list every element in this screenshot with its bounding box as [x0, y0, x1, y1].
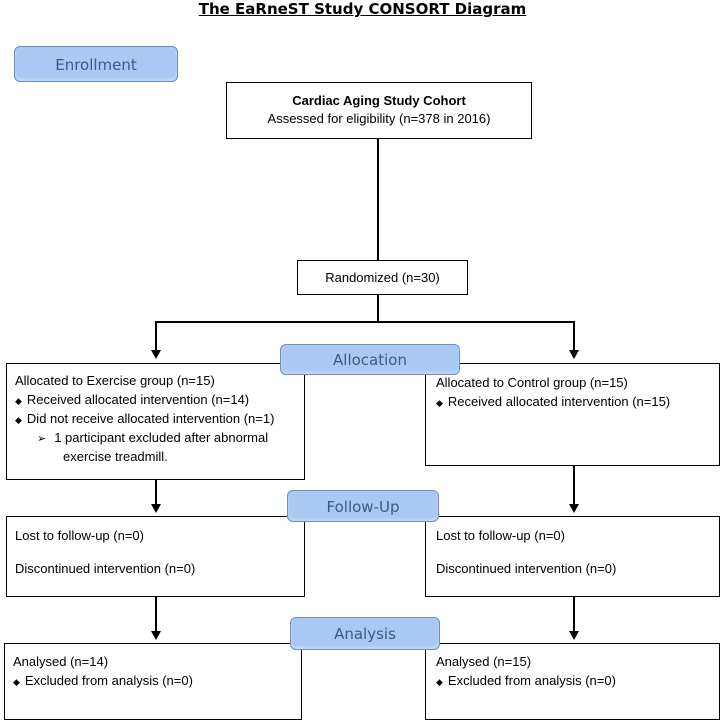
connector-randomized-down [377, 295, 379, 322]
connector-exercise-analysis [155, 597, 157, 632]
control-allocation-box: Allocated to Control group (n=15) ◆ Recei… [425, 363, 720, 466]
exercise-analysis-box: Analysed (n=14) ◆ Excluded from analysis … [4, 643, 302, 720]
arrow-exercise-followup [151, 504, 161, 513]
exercise-lost: Lost to follow-up (n=0) [15, 528, 144, 543]
exercise-excluded-analysis: Excluded from analysis (n=0) [24, 673, 193, 688]
connector-split-left [155, 321, 157, 351]
control-analysis-box: Analysed (n=15) ◆ Excluded from analysis … [425, 643, 720, 720]
arrow-control-followup [569, 504, 579, 513]
control-discontinued: Discontinued intervention (n=0) [436, 561, 617, 576]
control-excluded-analysis: Excluded from analysis (n=0) [447, 673, 616, 688]
arrow-control-analysis [569, 631, 579, 640]
control-analysed: Analysed (n=15) [436, 654, 532, 669]
stage-allocation-label: Allocation [333, 351, 407, 369]
arrow-to-control [569, 350, 579, 359]
control-excluded-analysis-item: ◆ Excluded from analysis (n=0) [436, 673, 616, 690]
stage-followup: Follow-Up [287, 490, 439, 522]
diagram-title: The EaRneST Study CONSORT Diagram [198, 0, 527, 18]
control-followup-box: Lost to follow-up (n=0) Discontinued int… [425, 516, 720, 597]
randomized-label: Randomized (n=30) [325, 270, 440, 285]
exercise-allocated: Allocated to Exercise group (n=15) [15, 373, 215, 388]
stage-enrollment: Enrollment [14, 46, 178, 82]
cohort-box: Cardiac Aging Study Cohort Assessed for … [226, 82, 532, 139]
exercise-not-received: Did not receive allocated intervention (… [26, 411, 275, 426]
control-received-item: ◆ Received allocated intervention (n=15) [436, 394, 670, 411]
exercise-excluded-line1: 1 participant excluded after abnormal [54, 430, 269, 445]
arrow-exercise-analysis [151, 631, 161, 640]
stage-allocation: Allocation [280, 344, 460, 375]
connector-cohort-randomized [377, 139, 379, 260]
bullet-icon: ◆ [13, 677, 20, 687]
control-received: Received allocated intervention (n=15) [447, 394, 671, 409]
bullet-icon: ◆ [436, 398, 443, 408]
connector-split-right [573, 321, 575, 351]
exercise-received: Received allocated intervention (n=14) [26, 392, 250, 407]
stage-analysis-label: Analysis [334, 625, 396, 643]
connector-exercise-followup [155, 480, 157, 505]
stage-enrollment-label: Enrollment [55, 56, 137, 74]
bullet-icon: ◆ [15, 396, 22, 406]
exercise-excluded-analysis-item: ◆ Excluded from analysis (n=0) [13, 673, 193, 690]
cohort-name: Cardiac Aging Study Cohort [292, 93, 466, 108]
bullet-icon: ◆ [436, 677, 443, 687]
exercise-allocation-box: Allocated to Exercise group (n=15) ◆ Rece… [6, 363, 305, 480]
arrow-bullet-icon: ➢ [37, 433, 47, 445]
connector-split-horizontal [155, 321, 575, 323]
control-lost: Lost to follow-up (n=0) [436, 528, 565, 543]
exercise-excluded-item: ➢ 1 participant excluded after abnormal [37, 430, 268, 447]
connector-control-analysis [573, 597, 575, 632]
exercise-followup-box: Lost to follow-up (n=0) Discontinued int… [6, 516, 305, 597]
exercise-excluded-line2: exercise treadmill. [63, 449, 168, 464]
bullet-icon: ◆ [15, 415, 22, 425]
exercise-analysed: Analysed (n=14) [13, 654, 109, 669]
control-allocated: Allocated to Control group (n=15) [436, 375, 628, 390]
randomized-box: Randomized (n=30) [297, 260, 468, 295]
arrow-to-exercise [151, 350, 161, 359]
exercise-discontinued: Discontinued intervention (n=0) [15, 561, 196, 576]
stage-analysis: Analysis [290, 617, 440, 650]
exercise-not-received-item: ◆ Did not receive allocated intervention … [15, 411, 274, 428]
exercise-received-item: ◆ Received allocated intervention (n=14) [15, 392, 249, 409]
connector-control-followup [573, 466, 575, 505]
stage-followup-label: Follow-Up [326, 498, 400, 516]
cohort-assessed: Assessed for eligibility (n=378 in 2016) [267, 111, 491, 126]
